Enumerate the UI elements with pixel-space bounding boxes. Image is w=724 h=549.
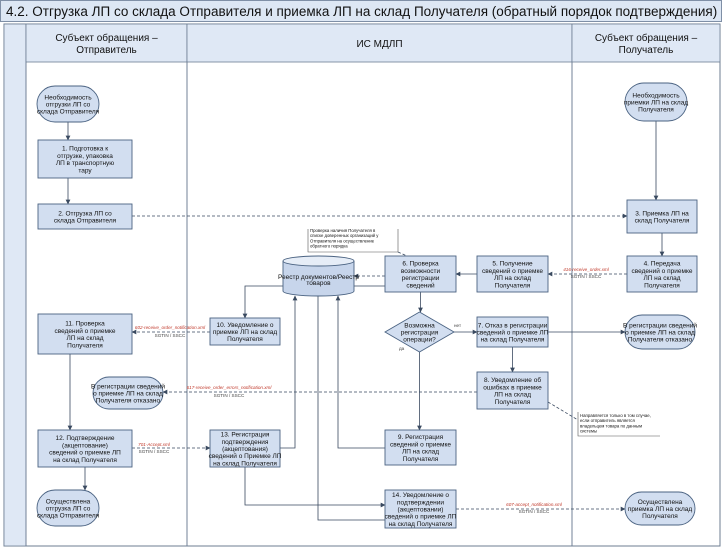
- decision-yes-label: да: [399, 346, 405, 351]
- diagram-title: 4.2. Отгрузка ЛП со склада Отправителя и…: [0, 0, 722, 22]
- lane-sender-title: Субъект обращения –Отправитель: [55, 32, 158, 56]
- error-note-connector: [547, 401, 579, 421]
- flow-registry-to-14: [317, 296, 385, 521]
- message-701-label: 701-Accept.xml: [138, 442, 171, 447]
- lane-sender-header: [25, 23, 188, 63]
- message-602-label: 602-receive_order_notification.xml: [135, 325, 206, 330]
- diagram-frame: [3, 23, 721, 547]
- message-617-label: 617-receive_order_errors_notification.xm…: [187, 385, 273, 390]
- lane-side-strip: [3, 23, 27, 547]
- sgtin-label-607: SGTIN / SSCC: [519, 509, 550, 514]
- step-12-box: 12. Подтверждение(акцептование)сведений …: [37, 429, 133, 468]
- flow-13-registry: [280, 295, 298, 449]
- swimlanes: Субъект обращения –Отправитель ИС МДЛП Суб…: [3, 23, 721, 547]
- sgtin-label-416: SGTIN / SSCC: [571, 274, 602, 279]
- message-416-label: 416-receive_order.xml: [563, 267, 610, 272]
- lane-system-title: ИС МДЛП: [356, 39, 402, 50]
- step-12-box-text: 12. Подтверждение(акцептование)сведений …: [49, 435, 121, 464]
- flow-13-to-14: [244, 467, 386, 508]
- error-condition-note: Направляется только в том случае,если от…: [577, 412, 660, 437]
- error-condition-note-text: Направляется только в том случае,если от…: [580, 413, 651, 434]
- flow-9-registry: [335, 295, 385, 449]
- sgtin-label-617: SGTIN / SSCC: [214, 393, 245, 398]
- message-607-label: 607-accept_notification.xml: [506, 502, 563, 507]
- sgtin-label-602: SGTIN / SSCC: [155, 333, 186, 338]
- connectors: [65, 121, 665, 521]
- check-note-connector: [397, 251, 408, 257]
- lane-receiver-header: [571, 23, 721, 63]
- lane-receiver-title: Субъект обращения –Получатель: [595, 32, 698, 56]
- sgtin-label-701: SGTIN / SSCC: [139, 449, 170, 454]
- decision-no-label: нет: [454, 323, 462, 328]
- lane-system-header: [186, 23, 573, 63]
